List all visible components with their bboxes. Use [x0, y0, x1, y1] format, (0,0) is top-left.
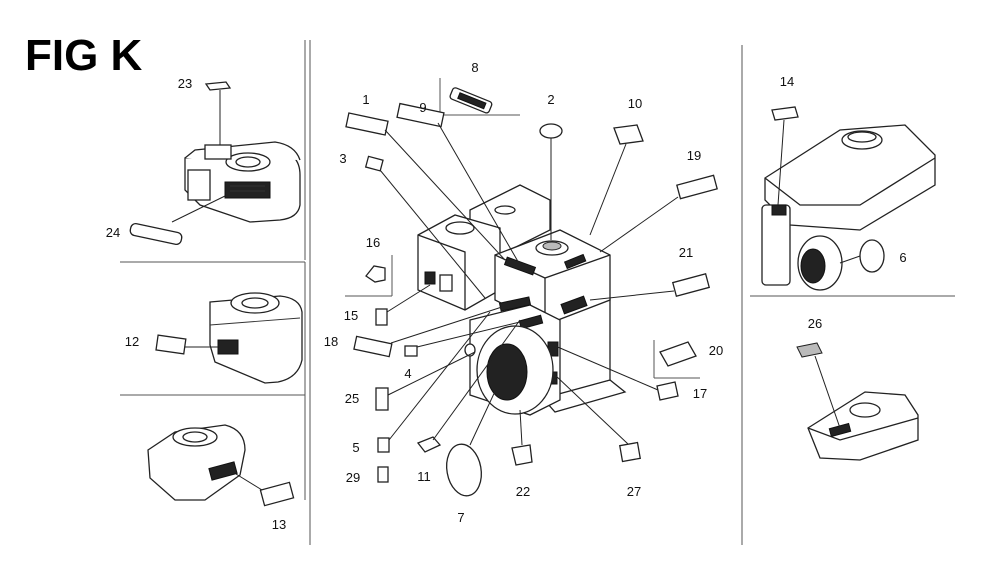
- fuel-tank-bottom-right: [807, 391, 919, 461]
- fuel-tank-bottom-left: [147, 424, 246, 501]
- callout-17: 17: [693, 386, 707, 401]
- fuel-tank-top-right: [761, 124, 936, 291]
- label-24-decal: [129, 223, 183, 245]
- label-12-decal: [155, 334, 187, 355]
- callout-5: 5: [352, 440, 359, 455]
- callout-24: 24: [106, 225, 120, 240]
- callout-18: 18: [324, 334, 338, 349]
- label-13-decal: [259, 481, 295, 507]
- callout-7: 7: [457, 510, 464, 525]
- callout-23: 23: [178, 76, 192, 91]
- engine-decals: [345, 87, 718, 497]
- label-14-decal: [771, 106, 799, 121]
- callout-19: 19: [687, 148, 701, 163]
- callout-13: 13: [272, 517, 286, 532]
- callout-12: 12: [125, 334, 139, 349]
- callout-9: 9: [419, 100, 426, 115]
- engine-assembly: [417, 184, 627, 416]
- callout-1: 1: [362, 92, 369, 107]
- callout-22: 22: [516, 484, 530, 499]
- ring-6: [859, 239, 885, 273]
- callout-21: 21: [679, 245, 693, 260]
- callout-27: 27: [627, 484, 641, 499]
- callout-4: 4: [404, 366, 411, 381]
- callout-3: 3: [339, 151, 346, 166]
- panel-separators: [120, 40, 955, 545]
- callout-11: 11: [417, 469, 431, 484]
- fuel-tank-top-left: [184, 141, 301, 223]
- callout-20: 20: [709, 343, 723, 358]
- label-26-decal: [796, 342, 823, 358]
- callout-numbers: 1 2 3 4 5 6 7 8 9 10 11 12 13 14 15 16 1…: [106, 60, 907, 532]
- callout-6: 6: [899, 250, 906, 265]
- callout-29: 29: [346, 470, 360, 485]
- callout-8: 8: [471, 60, 478, 75]
- fuel-tank-middle-left: [209, 292, 303, 384]
- callout-26: 26: [808, 316, 822, 331]
- callout-2: 2: [547, 92, 554, 107]
- callout-25: 25: [345, 391, 359, 406]
- callout-15: 15: [344, 308, 358, 323]
- callout-10: 10: [628, 96, 642, 111]
- label-23-decal: [204, 81, 232, 91]
- callout-16: 16: [366, 235, 380, 250]
- figure-title: FIG K: [25, 31, 143, 80]
- callout-14: 14: [780, 74, 794, 89]
